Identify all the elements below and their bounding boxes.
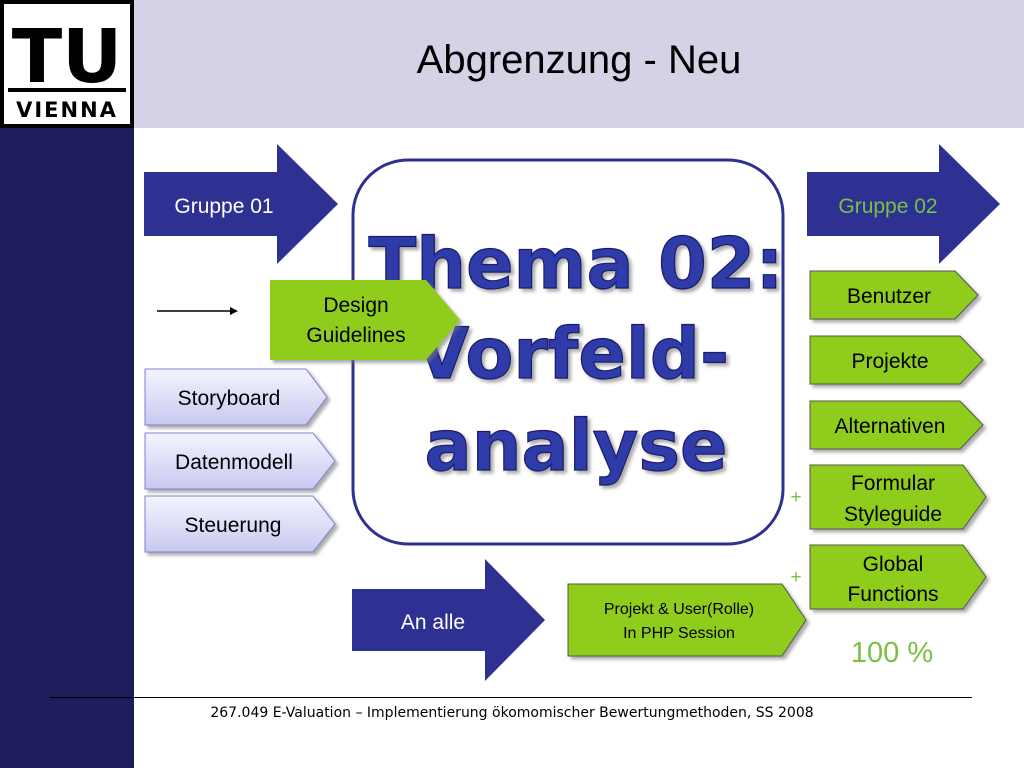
formular-line1: Formular	[851, 472, 935, 495]
session-line2: In PHP Session	[623, 625, 735, 642]
formular-styleguide-box: Formular Styleguide	[809, 464, 987, 530]
thema-line1: Thema 02:	[368, 223, 783, 305]
thema-box: Thema 02: Vorfeld- analyse	[351, 158, 785, 546]
an-alle-arrow: An alle	[352, 559, 545, 681]
gruppe-02-arrow: Gruppe 02	[807, 144, 1000, 264]
storyboard-label: Storyboard	[178, 387, 281, 410]
design-guidelines-box: Design Guidelines	[270, 280, 460, 360]
steuerung-box: Steuerung	[144, 495, 336, 553]
design-guidelines-line1: Design	[323, 294, 388, 317]
steuerung-label: Steuerung	[185, 514, 282, 537]
global-line1: Global	[863, 553, 924, 576]
alternativen-box: Alternativen	[809, 400, 984, 450]
plus-mark-global: +	[790, 567, 801, 588]
slide-title: Abgrenzung - Neu	[416, 38, 742, 82]
global-functions-box: Global Functions	[809, 544, 987, 610]
session-line1: Projekt & User(Rolle)	[604, 601, 754, 618]
projekte-label: Projekte	[851, 350, 928, 373]
benutzer-box: Benutzer	[809, 270, 979, 320]
sidebar-band	[0, 128, 134, 768]
plus-mark-formular: +	[790, 487, 801, 508]
footer-text: 267.049 E-Valuation – Implementierung ök…	[210, 705, 814, 721]
logo-tu-text: TU	[12, 14, 123, 100]
global-line2: Functions	[847, 583, 938, 606]
thema-line2: Vorfeld-	[415, 313, 729, 395]
thema-line3: analyse	[424, 405, 727, 487]
storyboard-box: Storyboard	[144, 368, 328, 426]
datenmodell-label: Datenmodell	[175, 451, 293, 474]
footer-divider	[50, 697, 972, 698]
projekte-box: Projekte	[809, 335, 984, 385]
session-box: Projekt & User(Rolle) In PHP Session	[567, 583, 807, 657]
formular-line2: Styleguide	[844, 503, 942, 526]
percent-label: 100 %	[851, 637, 933, 669]
logo-vienna-text: VIENNA	[16, 98, 118, 122]
pointer-arrow	[157, 307, 238, 315]
benutzer-label: Benutzer	[847, 285, 931, 308]
gruppe-01-arrow: Gruppe 01	[144, 144, 338, 264]
design-guidelines-line2: Guidelines	[306, 324, 405, 347]
gruppe-01-label: Gruppe 01	[174, 195, 273, 218]
tu-vienna-logo: TU VIENNA	[0, 0, 134, 128]
datenmodell-box: Datenmodell	[144, 432, 336, 490]
header-band	[0, 0, 1024, 128]
an-alle-label: An alle	[401, 611, 465, 634]
alternativen-label: Alternativen	[835, 415, 946, 438]
gruppe-02-label: Gruppe 02	[838, 195, 937, 218]
